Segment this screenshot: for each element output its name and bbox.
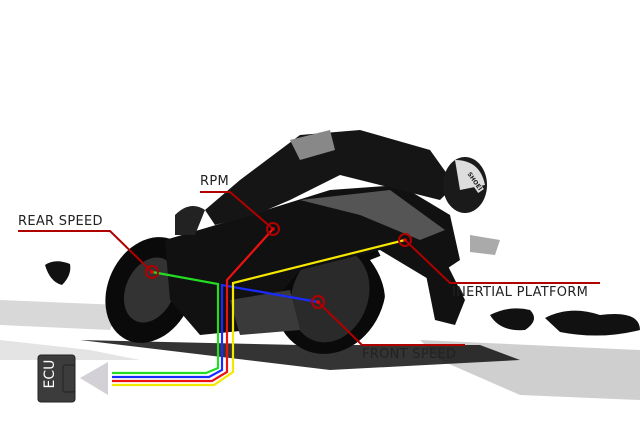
inertial-platform-marker bbox=[398, 233, 412, 247]
label-rpm: RPM bbox=[200, 174, 229, 189]
track-background bbox=[0, 235, 640, 400]
ecu-label: ECU bbox=[42, 359, 58, 389]
rpm-sensor-marker bbox=[266, 222, 280, 236]
wire-rpm bbox=[112, 228, 274, 383]
sensor-markers bbox=[145, 222, 412, 309]
label-front-speed: FRONT SPEED bbox=[362, 347, 457, 362]
leader-lines bbox=[18, 191, 600, 346]
label-inertial-platform: INERTIAL PLATFORM bbox=[452, 285, 589, 300]
rear-speed-sensor-marker bbox=[145, 265, 159, 279]
motorcycle bbox=[105, 130, 487, 354]
ecu-unit bbox=[37, 354, 108, 403]
wire-rear-speed bbox=[112, 270, 220, 375]
front-speed-sensor-marker bbox=[311, 295, 325, 309]
arrow-left-icon bbox=[80, 362, 108, 395]
signal-wires bbox=[112, 228, 406, 387]
wire-front-speed bbox=[112, 283, 319, 379]
wire-inertial-platform bbox=[112, 238, 406, 387]
label-rear-speed: REAR SPEED bbox=[18, 214, 103, 229]
